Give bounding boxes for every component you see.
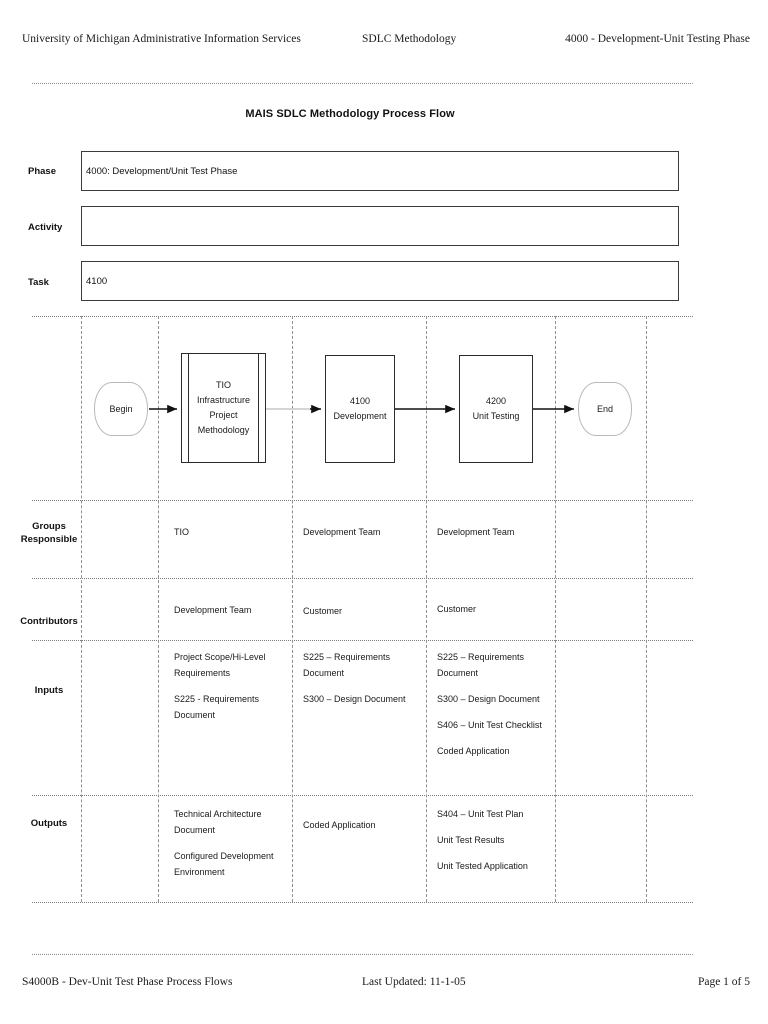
grid-hline-outputs	[32, 795, 693, 796]
cell-line: Document	[174, 825, 216, 835]
cell-line: Project Scope/Hi-Level	[174, 652, 266, 662]
flow-node-4200-label: 4200 Unit Testing	[469, 394, 524, 424]
cell-line: Coded Application	[437, 746, 510, 756]
cell-line: S404 – Unit Test Plan	[437, 809, 524, 819]
footer-left-text: S4000B - Dev-Unit Test Phase Process Flo…	[22, 976, 233, 988]
cell-line: S225 – Requirements	[303, 652, 391, 662]
flow-node-4200-line-1: 4200	[485, 396, 506, 406]
flow-node-tio-line-2: Infrastructure	[196, 395, 251, 405]
flow-node-end-label: End	[596, 403, 613, 414]
flow-node-4100-line-1: 4100	[349, 396, 371, 406]
cell-contributors-col3: Customer	[303, 606, 343, 616]
cell-line: S300 – Design Document	[303, 694, 406, 704]
cell-line: Document	[174, 710, 216, 720]
flow-node-4100-label: 4100 Development	[329, 394, 390, 424]
grid-hline-groups	[32, 500, 693, 501]
cell-line: Coded Application	[303, 820, 376, 830]
cell-line: Document	[437, 668, 479, 678]
task-label: Task	[28, 277, 49, 288]
header-divider-rule	[32, 83, 693, 84]
flow-node-tio-line-3: Project	[209, 410, 238, 420]
cell-line: Technical Architecture	[174, 809, 262, 819]
flow-node-4100-line-2: Development	[333, 411, 387, 421]
flow-node-begin-label: Begin	[109, 403, 133, 414]
cell-line-gap	[174, 838, 294, 848]
footer-center-text: Last Updated: 11-1-05	[362, 976, 466, 988]
flow-node-4200-line-2: Unit Testing	[472, 411, 520, 421]
grid-hline-bottom	[32, 902, 693, 903]
grid-vline-3	[292, 316, 293, 902]
header-left-text: University of Michigan Administrative In…	[22, 33, 301, 45]
cell-line: Requirements	[174, 668, 231, 678]
phase-label: Phase	[28, 166, 56, 177]
grid-hline-top	[32, 316, 693, 317]
header-right-text: 4000 - Development-Unit Testing Phase	[565, 33, 750, 45]
cell-line-gap	[437, 822, 559, 832]
row-label-contributors: Contributors	[20, 616, 78, 627]
grid-hline-contributors	[32, 578, 693, 579]
flow-node-tio-line-1: TIO	[216, 380, 231, 390]
row-label-groups-line-1: Groups	[32, 521, 66, 532]
activity-label: Activity	[28, 222, 63, 233]
cell-groups-col2: TIO	[174, 527, 189, 537]
flow-node-tio-subprocess[interactable]: TIO Infrastructure Project Methodology	[181, 353, 266, 463]
cell-line: S300 – Design Document	[437, 694, 540, 704]
grid-hline-inputs	[32, 640, 693, 641]
cell-line: Configured Development	[174, 851, 274, 861]
task-box: 4100	[81, 261, 679, 301]
grid-vline-2	[158, 316, 159, 902]
cell-contributors-col2: Development Team	[174, 605, 252, 615]
cell-line-gap	[437, 848, 559, 858]
cell-line: Unit Test Results	[437, 835, 505, 845]
footer-right-text: Page 1 of 5	[697, 976, 750, 988]
grid-vline-1	[81, 316, 82, 902]
page-header: University of Michigan Administrative In…	[22, 33, 750, 47]
cell-contributors-col4: Customer	[437, 604, 477, 614]
flow-node-4100-development[interactable]: 4100 Development	[325, 355, 395, 463]
footer-divider-rule	[32, 954, 693, 955]
cell-line: Unit Tested Application	[437, 861, 528, 871]
row-label-groups-line-2: Responsible	[20, 534, 78, 545]
cell-line: S225 – Requirements	[437, 652, 525, 662]
cell-line: Environment	[174, 867, 225, 877]
cell-groups-col3: Development Team	[303, 527, 381, 537]
flow-node-4200-unit-testing[interactable]: 4200 Unit Testing	[459, 355, 533, 463]
phase-box: 4000: Development/Unit Test Phase	[81, 151, 679, 191]
grid-vline-6	[646, 316, 647, 902]
header-center-text: SDLC Methodology	[362, 33, 457, 45]
cell-line-gap	[174, 681, 292, 691]
cell-outputs-col3: Coded Application	[303, 817, 425, 833]
cell-line-gap	[437, 681, 559, 691]
phase-value: 4000: Development/Unit Test Phase	[86, 166, 238, 177]
cell-line: S225 - Requirements	[174, 694, 260, 704]
cell-line-gap	[437, 733, 559, 743]
activity-box	[81, 206, 679, 246]
flow-node-end[interactable]: End	[578, 382, 632, 436]
cell-groups-col4: Development Team	[437, 527, 515, 537]
row-label-outputs: Outputs	[30, 818, 68, 829]
cell-line: S406 – Unit Test Checklist	[437, 720, 542, 730]
cell-line: Document	[303, 668, 345, 678]
flow-node-tio-label: TIO Infrastructure Project Methodology	[193, 378, 254, 438]
flow-node-tio-line-4: Methodology	[197, 425, 250, 435]
task-value: 4100	[86, 276, 108, 287]
page-footer: S4000B - Dev-Unit Test Phase Process Flo…	[22, 976, 750, 990]
row-label-inputs: Inputs	[34, 685, 64, 696]
grid-vline-4	[426, 316, 427, 902]
grid-vline-5	[555, 316, 556, 902]
row-label-groups-responsible: Groups Responsible	[16, 520, 82, 546]
flow-node-begin[interactable]: Begin	[94, 382, 148, 436]
cell-line-gap	[437, 707, 559, 717]
cell-line-gap	[303, 681, 425, 691]
page-title: MAIS SDLC Methodology Process Flow	[245, 108, 455, 120]
